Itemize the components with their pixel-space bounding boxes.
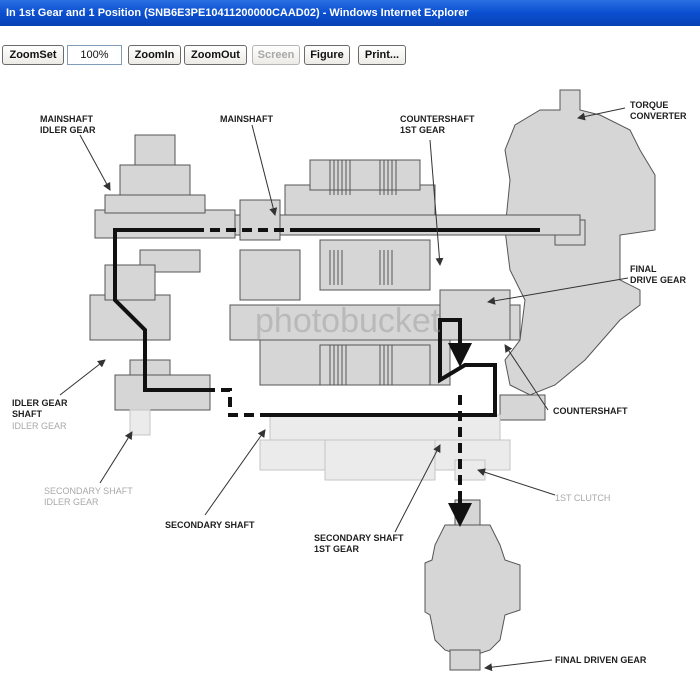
zoomin-button[interactable]: ZoomIn bbox=[128, 45, 181, 65]
label-final-driven-gear: FINAL DRIVEN GEAR bbox=[555, 655, 647, 665]
torque-converter bbox=[504, 89, 656, 396]
leader-lines bbox=[59, 107, 629, 672]
final-driven-gear bbox=[424, 499, 521, 671]
transmission-diagram: photobucket MAINSHAFT IDLER GEAR MAINSHA… bbox=[0, 84, 700, 691]
print-button[interactable]: Print... bbox=[358, 45, 406, 65]
label-secondary-shaft-1st-gear: SECONDARY SHAFT 1ST GEAR bbox=[314, 533, 404, 554]
label-mainshaft-idler-gear: MAINSHAFT IDLER GEAR bbox=[40, 114, 96, 135]
countershaft-clutch-packs bbox=[329, 345, 393, 385]
label-secondary-shaft: SECONDARY SHAFT bbox=[165, 520, 255, 530]
window-title-bar: In 1st Gear and 1 Position (SNB6E3PE1041… bbox=[0, 0, 700, 26]
zoomset-button[interactable]: ZoomSet bbox=[2, 45, 64, 65]
toolbar: ZoomSet ZoomIn ZoomOut Screen Figure Pri… bbox=[0, 26, 700, 84]
screen-button[interactable]: Screen bbox=[252, 45, 300, 65]
transmission-cross-section bbox=[59, 89, 656, 672]
label-final-drive-gear: FINAL DRIVE GEAR bbox=[630, 264, 687, 285]
secondary-shaft bbox=[129, 409, 511, 481]
zoom-level-field[interactable] bbox=[67, 45, 122, 65]
label-idler-gear: IDLER GEAR bbox=[12, 421, 67, 431]
power-flow-path bbox=[113, 228, 540, 527]
label-countershaft: COUNTERSHAFT bbox=[553, 406, 628, 416]
label-1st-clutch: 1ST CLUTCH bbox=[555, 493, 611, 503]
label-torque-converter: TORQUE CONVERTER bbox=[630, 100, 687, 121]
label-idler-gear-shaft: IDLER GEAR SHAFT bbox=[12, 398, 68, 419]
window-title: In 1st Gear and 1 Position (SNB6E3PE1041… bbox=[6, 7, 469, 19]
figure-button[interactable]: Figure bbox=[304, 45, 350, 65]
label-countershaft-1st-gear: COUNTERSHAFT 1ST GEAR bbox=[400, 114, 475, 135]
mainshaft-clutch-packs bbox=[329, 160, 397, 285]
label-secondary-shaft-idler-gear: SECONDARY SHAFT IDLER GEAR bbox=[44, 486, 133, 507]
label-mainshaft: MAINSHAFT bbox=[220, 114, 273, 124]
watermark: photobucket bbox=[255, 302, 441, 340]
countershaft bbox=[229, 289, 546, 421]
zoomout-button[interactable]: ZoomOut bbox=[184, 45, 247, 65]
